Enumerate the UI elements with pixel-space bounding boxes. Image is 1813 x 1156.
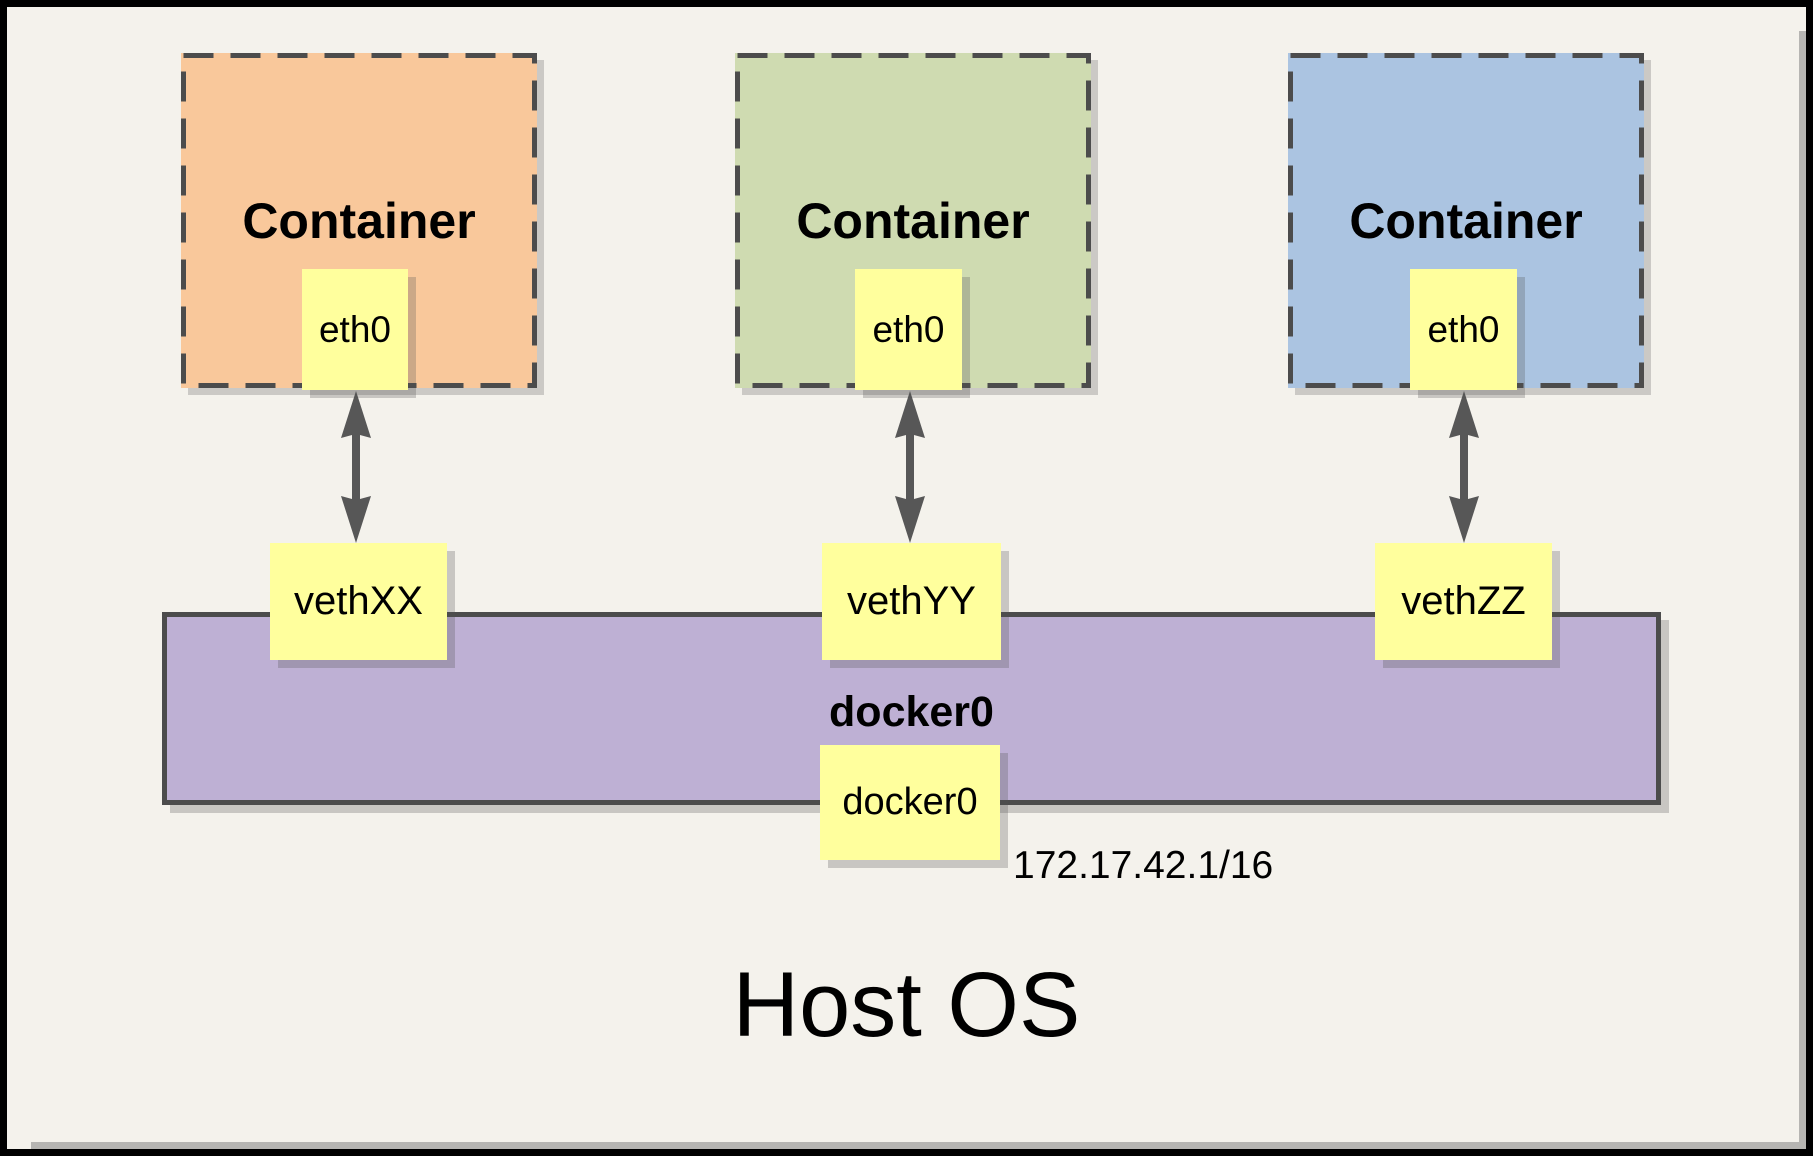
veth-box-1: vethXX: [270, 543, 447, 660]
page-background: Container Container Container eth0 eth0 …: [7, 7, 1806, 1149]
double-arrow-icon: [895, 391, 925, 543]
veth-box-3: vethZZ: [1375, 543, 1552, 660]
eth0-box-3: eth0: [1410, 269, 1517, 390]
bridge-title: docker0: [829, 688, 994, 736]
eth0-label: eth0: [318, 308, 391, 350]
double-arrow-icon: [1449, 391, 1479, 543]
bridge-ip-address: 172.17.42.1/16: [1013, 844, 1274, 887]
container-label: Container: [242, 192, 476, 249]
eth0-label: eth0: [872, 308, 945, 350]
page-shadow-right: [1799, 31, 1806, 1149]
eth0-box-2: eth0: [855, 269, 962, 390]
veth-label: vethZZ: [1401, 579, 1526, 623]
veth-box-2: vethYY: [822, 543, 1001, 660]
eth0-label: eth0: [1427, 308, 1500, 350]
eth0-box-1: eth0: [302, 269, 408, 390]
host-os-label: Host OS: [732, 954, 1081, 1056]
container-label: Container: [1349, 192, 1583, 249]
container-label: Container: [796, 192, 1030, 249]
page-shadow-bottom: [31, 1142, 1806, 1149]
docker0-interface-box: docker0: [820, 745, 1000, 860]
docker0-interface-label: docker0: [842, 781, 978, 823]
container-box-3: Container: [1288, 53, 1644, 388]
veth-label: vethYY: [847, 579, 976, 623]
double-arrow-icon: [341, 391, 371, 543]
veth-label: vethXX: [294, 579, 423, 623]
